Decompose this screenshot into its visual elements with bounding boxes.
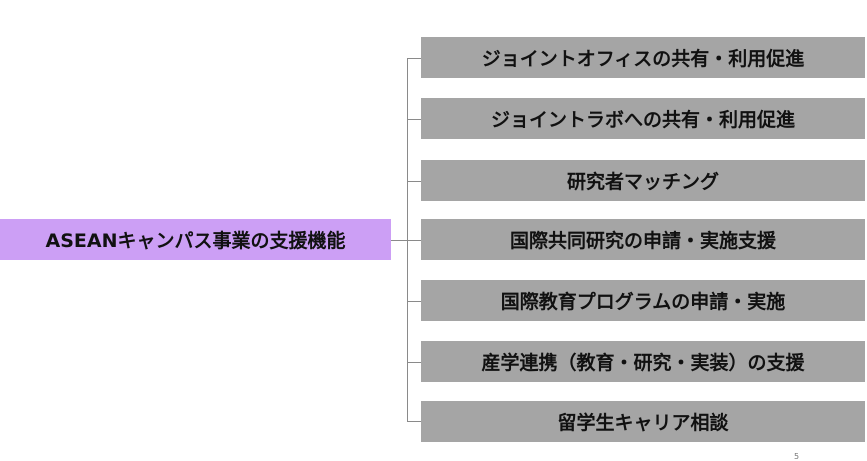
child-node-joint-lab: ジョイントラボへの共有・利用促進 xyxy=(421,98,865,139)
root-node: ASEANキャンパス事業の支援機能 xyxy=(0,219,391,260)
child-node-joint-research: 国際共同研究の申請・実施支援 xyxy=(421,219,865,260)
page-number: 5 xyxy=(794,452,800,461)
connector-branch xyxy=(407,421,421,422)
connector-branch xyxy=(407,58,421,59)
connector-root xyxy=(391,240,407,241)
child-node-researcher-matching: 研究者マッチング xyxy=(421,160,865,201)
connector-branch xyxy=(407,301,421,302)
connector-branch xyxy=(407,181,421,182)
connector-branch xyxy=(407,240,421,241)
connector-branch xyxy=(407,362,421,363)
connector-branch xyxy=(407,119,421,120)
child-node-joint-office: ジョイントオフィスの共有・利用促進 xyxy=(421,37,865,78)
child-node-education-program: 国際教育プログラムの申請・実施 xyxy=(421,280,865,321)
child-node-industry-collaboration: 産学連携（教育・研究・実装）の支援 xyxy=(421,341,865,382)
child-node-career-consulting: 留学生キャリア相談 xyxy=(421,401,865,442)
